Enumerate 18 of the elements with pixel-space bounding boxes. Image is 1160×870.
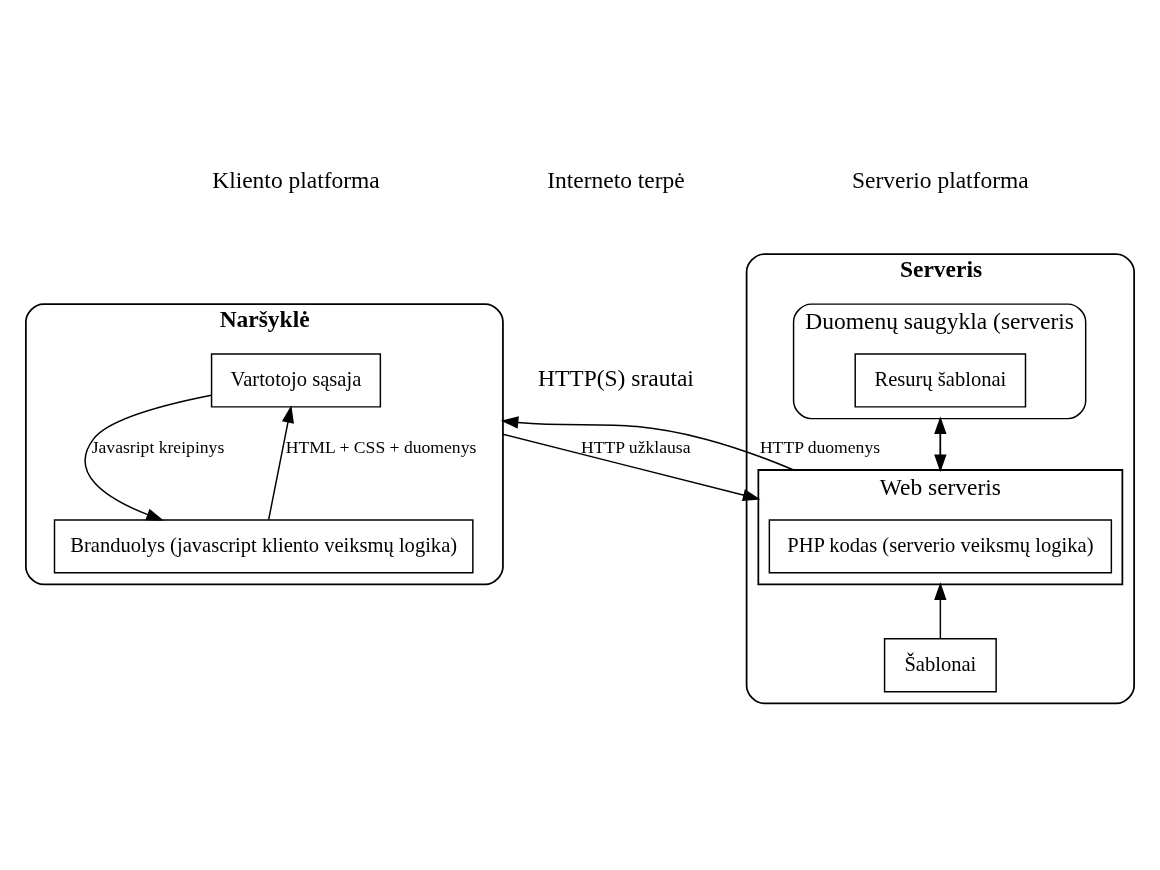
label: Interneto terpė	[547, 166, 685, 193]
edge-label: HTTP užklausa	[581, 436, 691, 457]
arrow	[267, 404, 294, 520]
node-box: PHP kodas (serverio veiksmų logika)	[768, 518, 1113, 573]
node-box: Šablonai	[883, 637, 997, 692]
edge-label: HTML + CSS + duomenys	[285, 436, 477, 457]
arrow	[500, 415, 795, 471]
edge-label: Javasript kreipinys	[91, 436, 225, 457]
label: Kliento platforma	[212, 166, 380, 193]
label: Serverio platforma	[852, 166, 1029, 193]
arrow	[934, 581, 947, 639]
arrow	[84, 394, 213, 521]
label: HTTP(S) srautai	[538, 364, 694, 391]
node-box: Vartotojo sąsaja	[210, 352, 382, 408]
edge-label: HTTP duomenys	[759, 436, 881, 457]
node-box: Branduolys (javascript kliento veiksmų logika)	[53, 518, 474, 573]
arrow	[502, 433, 761, 501]
node-box: Resurų šablonai	[854, 352, 1027, 408]
